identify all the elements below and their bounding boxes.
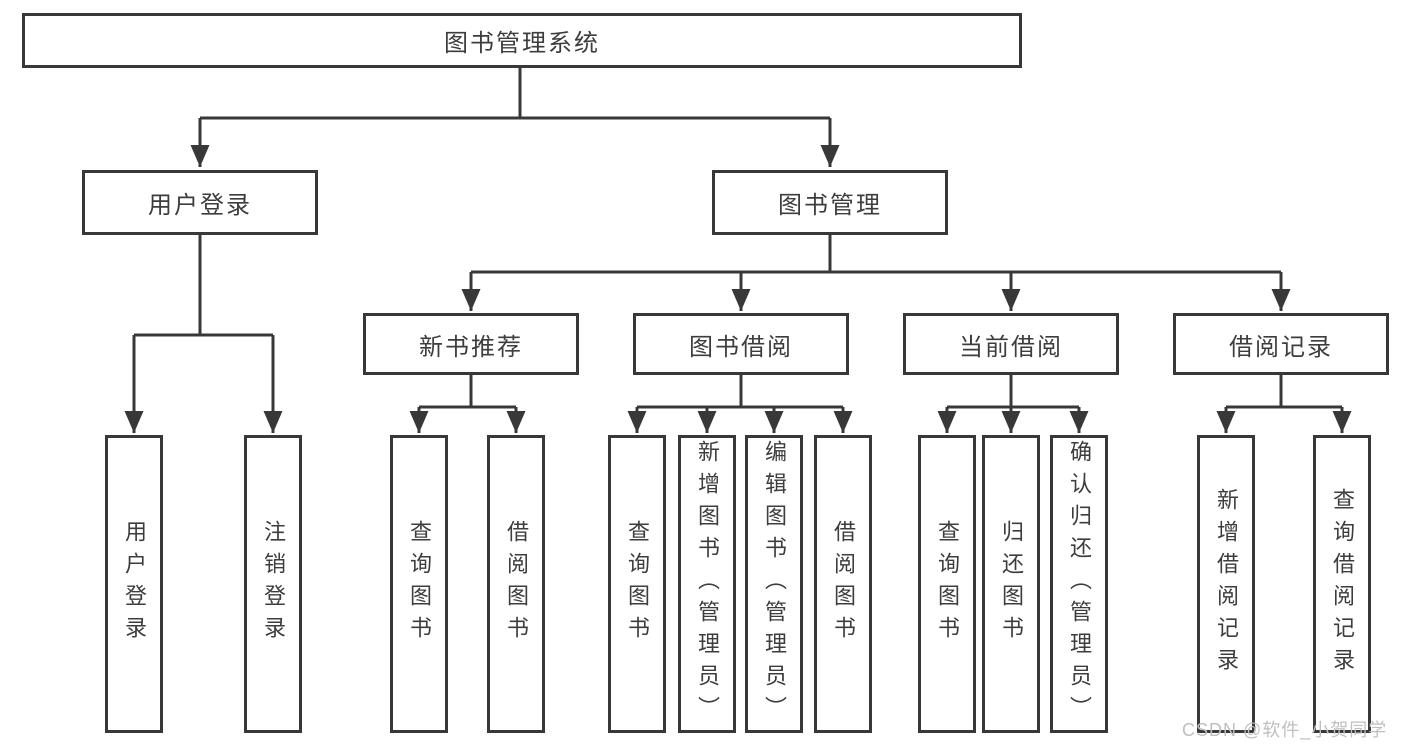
connector-current-borrowing-to-leaves (937, 375, 1089, 433)
node-current-borrowing: 当前借阅 (903, 313, 1119, 375)
leaf-br-query-record: 查询借阅记录 (1313, 435, 1371, 733)
node-book-borrowing: 图书借阅 (633, 313, 849, 375)
leaf-user-login: 用户登录 (105, 435, 163, 733)
node-book-management: 图书管理 (712, 170, 948, 235)
csdn-watermark: CSDN @软件_小贺同学 (1182, 720, 1388, 740)
connector-user-login-to-leaves (124, 235, 283, 433)
leaf-bb-borrow-books: 借阅图书 (814, 435, 872, 733)
connector-book-borrowing-to-leaves (627, 375, 853, 433)
connector-book-management-to-level2 (461, 235, 1291, 311)
leaf-br-add-record: 新增借阅记录 (1197, 435, 1255, 733)
leaf-logout: 注销登录 (244, 435, 302, 733)
leaf-cb-return-books: 归还图书 (982, 435, 1040, 733)
node-borrow-records: 借阅记录 (1173, 313, 1389, 375)
node-user-login: 用户登录 (82, 170, 318, 235)
connector-new-book-recommend-to-leaves (409, 375, 526, 433)
leaf-nb-query-books: 查询图书 (390, 435, 448, 733)
leaf-bb-edit-books-admin: 编辑图书（管理员） (745, 435, 803, 733)
node-root: 图书管理系统 (22, 13, 1022, 68)
connector-root-to-level1 (190, 68, 840, 167)
leaf-nb-borrow-books: 借阅图书 (487, 435, 545, 733)
node-new-book-recommend: 新书推荐 (363, 313, 579, 375)
leaf-cb-query-books: 查询图书 (918, 435, 976, 733)
leaf-cb-confirm-return-admin: 确认归还（管理员） (1050, 435, 1108, 733)
leaf-bb-add-books-admin: 新增图书（管理员） (678, 435, 736, 733)
leaf-bb-query-books: 查询图书 (608, 435, 666, 733)
connector-borrow-records-to-leaves (1216, 375, 1352, 433)
